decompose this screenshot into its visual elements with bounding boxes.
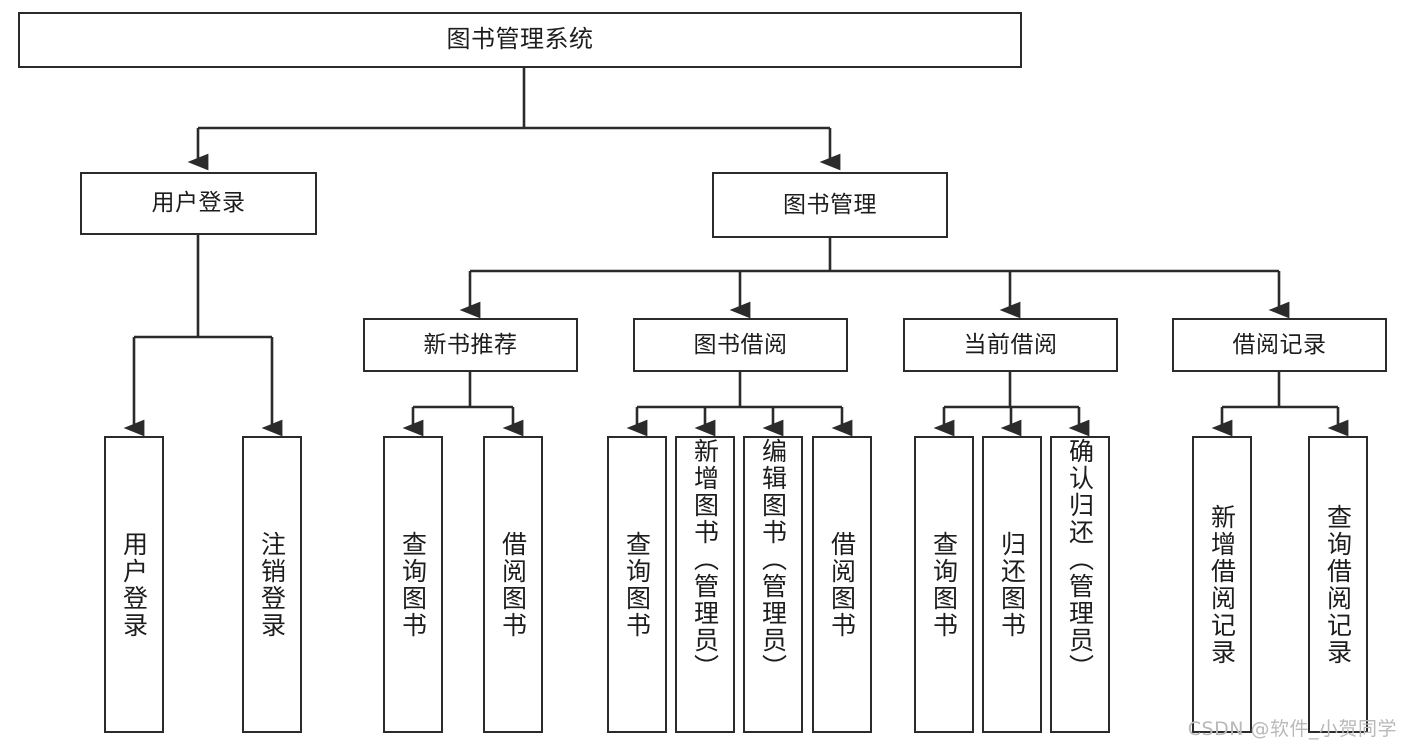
node-label: 新书推荐 [423,331,518,358]
node-label: 新增图书（管理员） [690,438,720,681]
node-label: 图书管理 [783,191,877,218]
node-label: 当前借阅 [963,331,1058,358]
node-user-login[interactable]: 用户登录 [80,172,317,235]
node-label: 注销登录 [257,530,287,639]
leaf-borrow-edit-book-admin[interactable]: 编辑图书（管理员） [743,436,803,733]
node-label: 编辑图书（管理员） [758,438,788,681]
node-label: 查询图书 [929,530,959,639]
node-label: 用户登录 [119,530,149,639]
leaf-record-add-borrow-record[interactable]: 新增借阅记录 [1192,436,1252,733]
leaf-current-confirm-return-admin[interactable]: 确认归还（管理员） [1050,436,1110,733]
leaf-borrow-add-book-admin[interactable]: 新增图书（管理员） [675,436,735,733]
node-label: 图书管理系统 [446,25,594,54]
node-label: 用户登录 [151,190,246,217]
node-label: 查询图书 [622,530,652,639]
node-root-system[interactable]: 图书管理系统 [18,12,1022,68]
leaf-borrow-query-book[interactable]: 查询图书 [607,436,667,733]
node-label: 新增借阅记录 [1207,503,1237,666]
node-label: 借阅记录 [1232,331,1327,358]
node-new-book-recommend[interactable]: 新书推荐 [363,318,578,372]
node-current-borrow[interactable]: 当前借阅 [903,318,1118,372]
leaf-user-login[interactable]: 用户登录 [104,436,164,733]
leaf-borrow-borrow-book[interactable]: 借阅图书 [812,436,872,733]
node-label: 归还图书 [997,530,1027,639]
node-label: 图书借阅 [693,331,788,358]
node-label: 借阅图书 [498,530,528,639]
node-book-management[interactable]: 图书管理 [712,172,948,238]
node-borrow-record[interactable]: 借阅记录 [1172,318,1387,372]
node-label: 借阅图书 [827,530,857,639]
leaf-record-query-borrow-record[interactable]: 查询借阅记录 [1308,436,1368,733]
csdn-watermark: CSDN @软件_小贺同学 [1187,718,1397,740]
leaf-newbook-query-book[interactable]: 查询图书 [383,436,443,733]
node-book-borrow[interactable]: 图书借阅 [633,318,848,372]
leaf-newbook-borrow-book[interactable]: 借阅图书 [483,436,543,733]
leaf-current-query-book[interactable]: 查询图书 [914,436,974,733]
node-label: 查询图书 [398,530,428,639]
leaf-logout-login[interactable]: 注销登录 [242,436,302,733]
node-label: 确认归还（管理员） [1065,438,1095,681]
node-label: 查询借阅记录 [1323,503,1353,666]
leaf-current-return-book[interactable]: 归还图书 [982,436,1042,733]
